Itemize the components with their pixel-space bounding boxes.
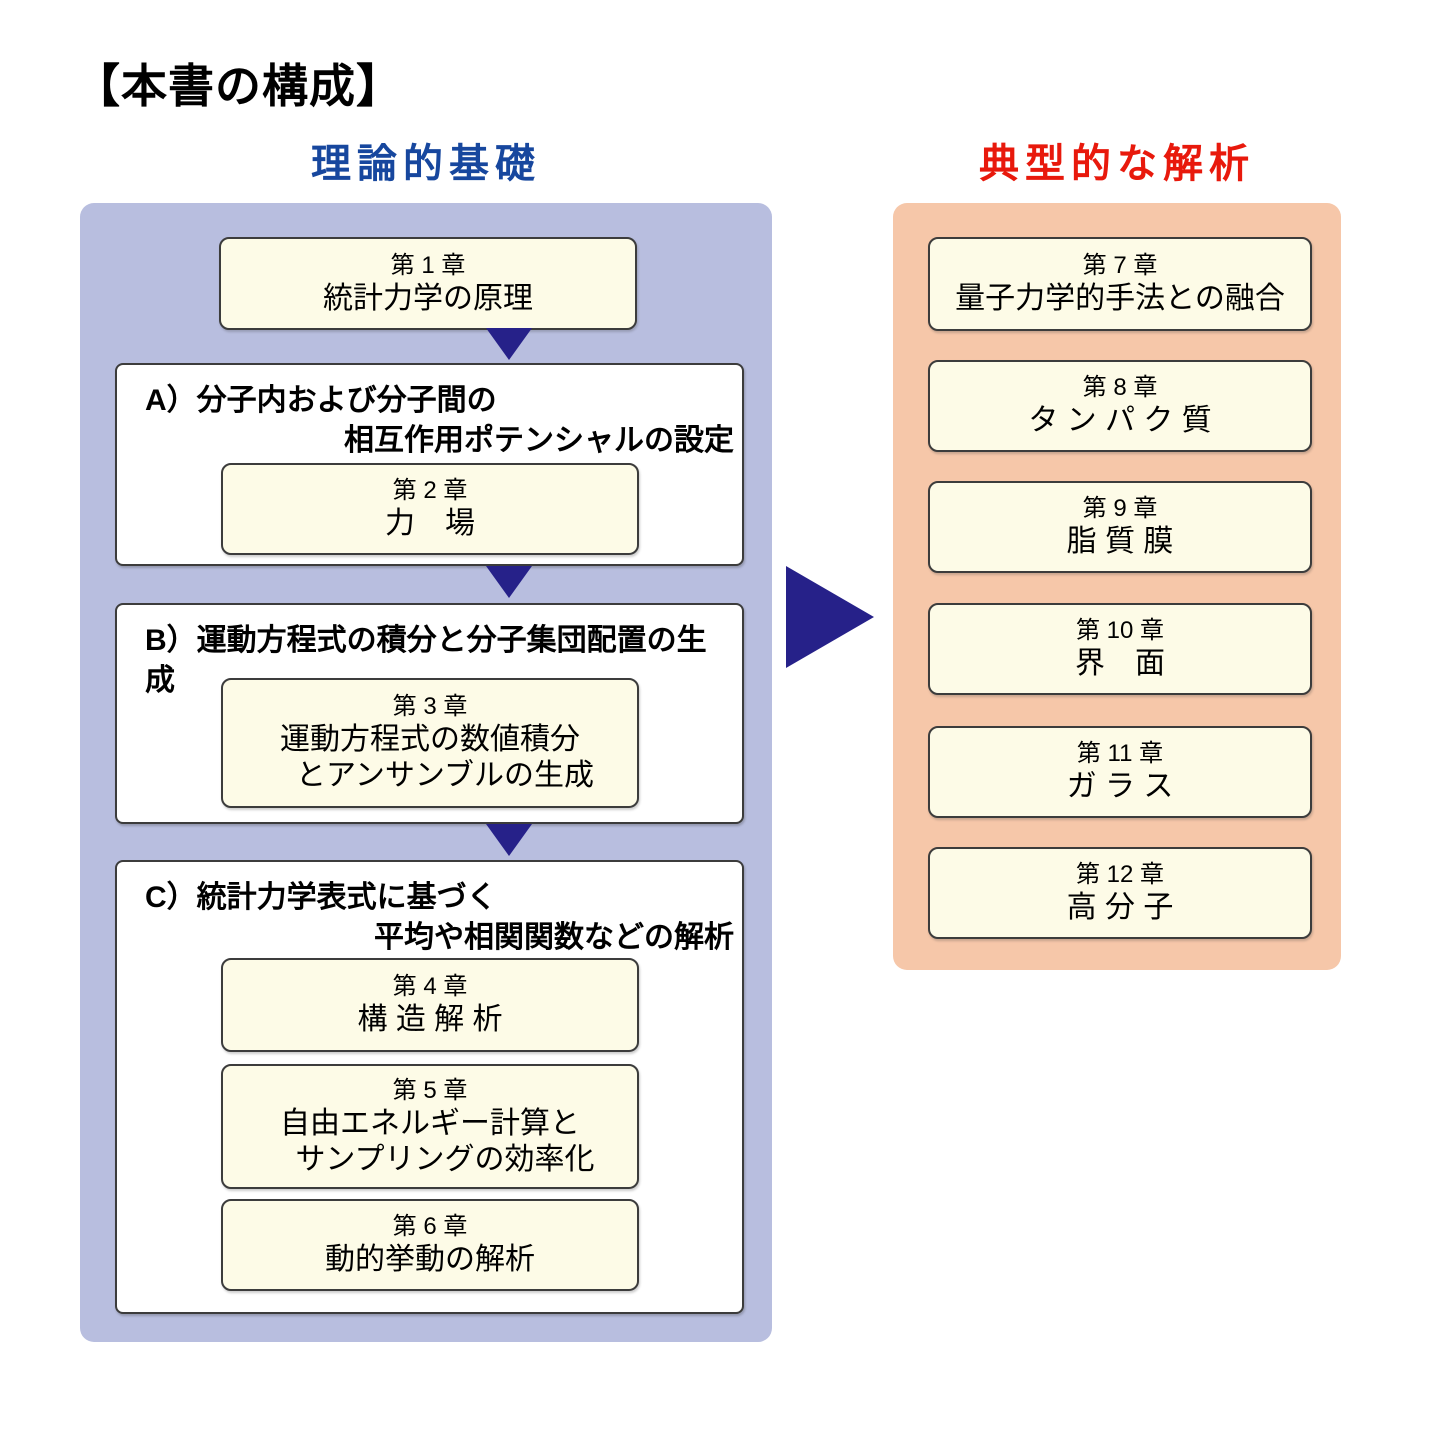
chapter-5-title: 自由エネルギー計算とサンプリングの効率化 [265,1106,595,1178]
page-title: 【本書の構成】 [74,60,403,112]
left-column-header: 理論的基礎 [311,142,541,186]
right-column-header: 典型的な解析 [979,142,1255,186]
chapter-12-title: 高 分 子 [1066,891,1174,924]
chapter-7-title: 量子力学的手法との融合 [955,282,1285,315]
chapter-8-box: 第 8 章 タ ン パ ク 質 [928,360,1312,452]
chapter-2-title: 力 場 [385,507,475,540]
left-panel: 第 1 章 統計力学の原理 A）分子内および分子間の 相互作用ポテンシャルの設定… [80,203,772,1342]
section-b-heading-line1: B）運動方程式の積分と分子集団配置の生成 [145,624,707,697]
chapter-1-title: 統計力学の原理 [323,281,533,315]
chapter-5-box: 第 5 章 自由エネルギー計算とサンプリングの効率化 [221,1064,639,1189]
chapter-12-box: 第 12 章 高 分 子 [928,847,1312,939]
chapter-3-title-line1: 運動方程式の数値積分 [280,723,580,756]
chapter-1-box: 第 1 章 統計力学の原理 [219,237,637,330]
chapter-1-label: 第 1 章 [390,251,466,279]
chapter-4-label: 第 4 章 [392,973,468,1000]
section-c-heading-line1: C）統計力学表式に基づく [145,881,497,914]
section-a-box: A）分子内および分子間の 相互作用ポテンシャルの設定 第 2 章 力 場 [115,363,744,566]
chapter-3-title: 運動方程式の数値積分とアンサンブルの生成 [266,722,594,794]
section-a-heading-line2: 相互作用ポテンシャルの設定 [344,424,734,457]
chapter-6-title: 動的挙動の解析 [325,1243,535,1276]
chapter-6-label: 第 6 章 [392,1213,468,1240]
chapter-8-title: タ ン パ ク 質 [1028,404,1212,437]
right-panel: 第 7 章 量子力学的手法との融合 第 8 章 タ ン パ ク 質 第 9 章 … [893,203,1341,970]
chapter-7-box: 第 7 章 量子力学的手法との融合 [928,237,1312,331]
chapter-3-label: 第 3 章 [392,693,468,720]
chapter-9-label: 第 9 章 [1082,495,1158,522]
chapter-5-label: 第 5 章 [392,1076,468,1104]
chapter-2-label: 第 2 章 [392,477,468,504]
down-arrow-icon [486,328,532,360]
chapter-5-title-line2: サンプリングの効率化 [295,1142,595,1176]
section-b-box: B）運動方程式の積分と分子集団配置の生成 第 3 章 運動方程式の数値積分とアン… [115,603,744,824]
chapter-4-title: 構 造 解 析 [357,1003,503,1036]
chapter-8-label: 第 8 章 [1082,374,1158,401]
chapter-11-title: ガ ラ ス [1066,770,1174,803]
chapter-4-box: 第 4 章 構 造 解 析 [221,958,639,1052]
chapter-3-title-line2: とアンサンブルの生成 [296,759,594,792]
chapter-10-label: 第 10 章 [1075,617,1165,644]
chapter-7-label: 第 7 章 [1082,252,1158,279]
chapter-5-title-line1: 自由エネルギー計算と [279,1106,580,1140]
chapter-6-box: 第 6 章 動的挙動の解析 [221,1199,639,1291]
chapter-9-box: 第 9 章 脂 質 膜 [928,481,1312,573]
section-a-heading-line1: A）分子内および分子間の [145,384,497,417]
flow-right-arrow-icon [786,566,874,668]
chapter-3-box: 第 3 章 運動方程式の数値積分とアンサンブルの生成 [221,678,639,808]
chapter-12-label: 第 12 章 [1075,861,1165,888]
chapter-2-box: 第 2 章 力 場 [221,463,639,555]
section-c-heading-line2: 平均や相関関数などの解析 [374,921,734,954]
chapter-10-title: 界 面 [1075,647,1165,680]
down-arrow-icon [486,566,532,598]
chapter-9-title: 脂 質 膜 [1066,525,1174,558]
down-arrow-icon [486,824,532,856]
section-c-box: C）統計力学表式に基づく 平均や相関関数などの解析 第 4 章 構 造 解 析 … [115,860,744,1314]
chapter-10-box: 第 10 章 界 面 [928,603,1312,695]
chapter-11-label: 第 11 章 [1076,740,1164,767]
chapter-11-box: 第 11 章 ガ ラ ス [928,726,1312,818]
